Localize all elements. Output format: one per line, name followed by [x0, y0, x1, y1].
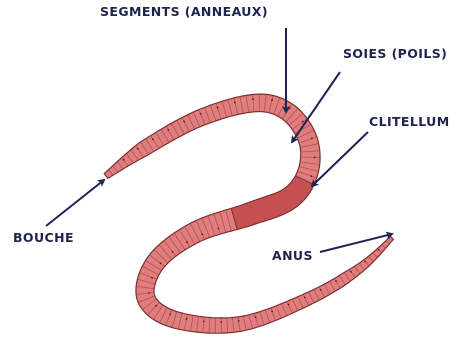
bristle-dot — [271, 99, 273, 101]
bristle-dot — [311, 137, 313, 139]
bristle-dot — [314, 157, 316, 159]
bristle-dot — [350, 271, 352, 273]
bristle-dot — [123, 159, 125, 161]
bristle-dot — [311, 175, 313, 177]
bristle-dot — [217, 107, 219, 109]
bristle-dot — [186, 241, 188, 243]
label-anus: ANUS — [272, 249, 313, 263]
bristle-dot — [203, 320, 205, 322]
label-soies: SOIES (POILS) — [343, 47, 447, 61]
label-bouche: BOUCHE — [13, 231, 74, 245]
bristle-dot — [148, 292, 150, 294]
bristle-dot — [271, 310, 273, 312]
bristle-dot — [137, 148, 139, 150]
bristle-dot — [288, 304, 290, 306]
bristle-dot — [320, 289, 322, 291]
segment-ring — [215, 318, 216, 333]
bristle-dot — [167, 129, 169, 131]
bristle-dot — [218, 228, 220, 230]
bristle-dot — [155, 305, 157, 307]
bristle-dot — [152, 138, 154, 140]
label-clitellum: CLITELLUM — [369, 115, 450, 129]
bristle-dot — [200, 113, 202, 115]
bristle-dot — [169, 313, 171, 315]
bristle-dot — [304, 297, 306, 299]
bouche-arrow — [46, 180, 104, 226]
bristle-dot — [335, 280, 337, 282]
bristle-dot — [289, 107, 291, 109]
label-segments: SEGMENTS (ANNEAUX) — [100, 5, 268, 19]
clitellum-shape — [231, 176, 314, 230]
bristle-dot — [238, 320, 240, 322]
bristle-dot — [172, 251, 174, 253]
bristle-dot — [234, 102, 236, 104]
bristle-dot — [160, 262, 162, 264]
bristle-dot — [252, 98, 254, 100]
soies-arrow — [292, 72, 340, 142]
bristle-dot — [201, 233, 203, 235]
bristle-dot — [255, 316, 257, 318]
bristle-dot — [151, 277, 153, 279]
bristle-dot — [186, 318, 188, 320]
bristle-dot — [378, 249, 380, 251]
bristle-dot — [220, 321, 222, 323]
bristle-dot — [183, 121, 185, 123]
clitellum-band — [231, 176, 314, 230]
bristle-dot — [302, 121, 304, 123]
bristle-dot — [364, 261, 366, 263]
